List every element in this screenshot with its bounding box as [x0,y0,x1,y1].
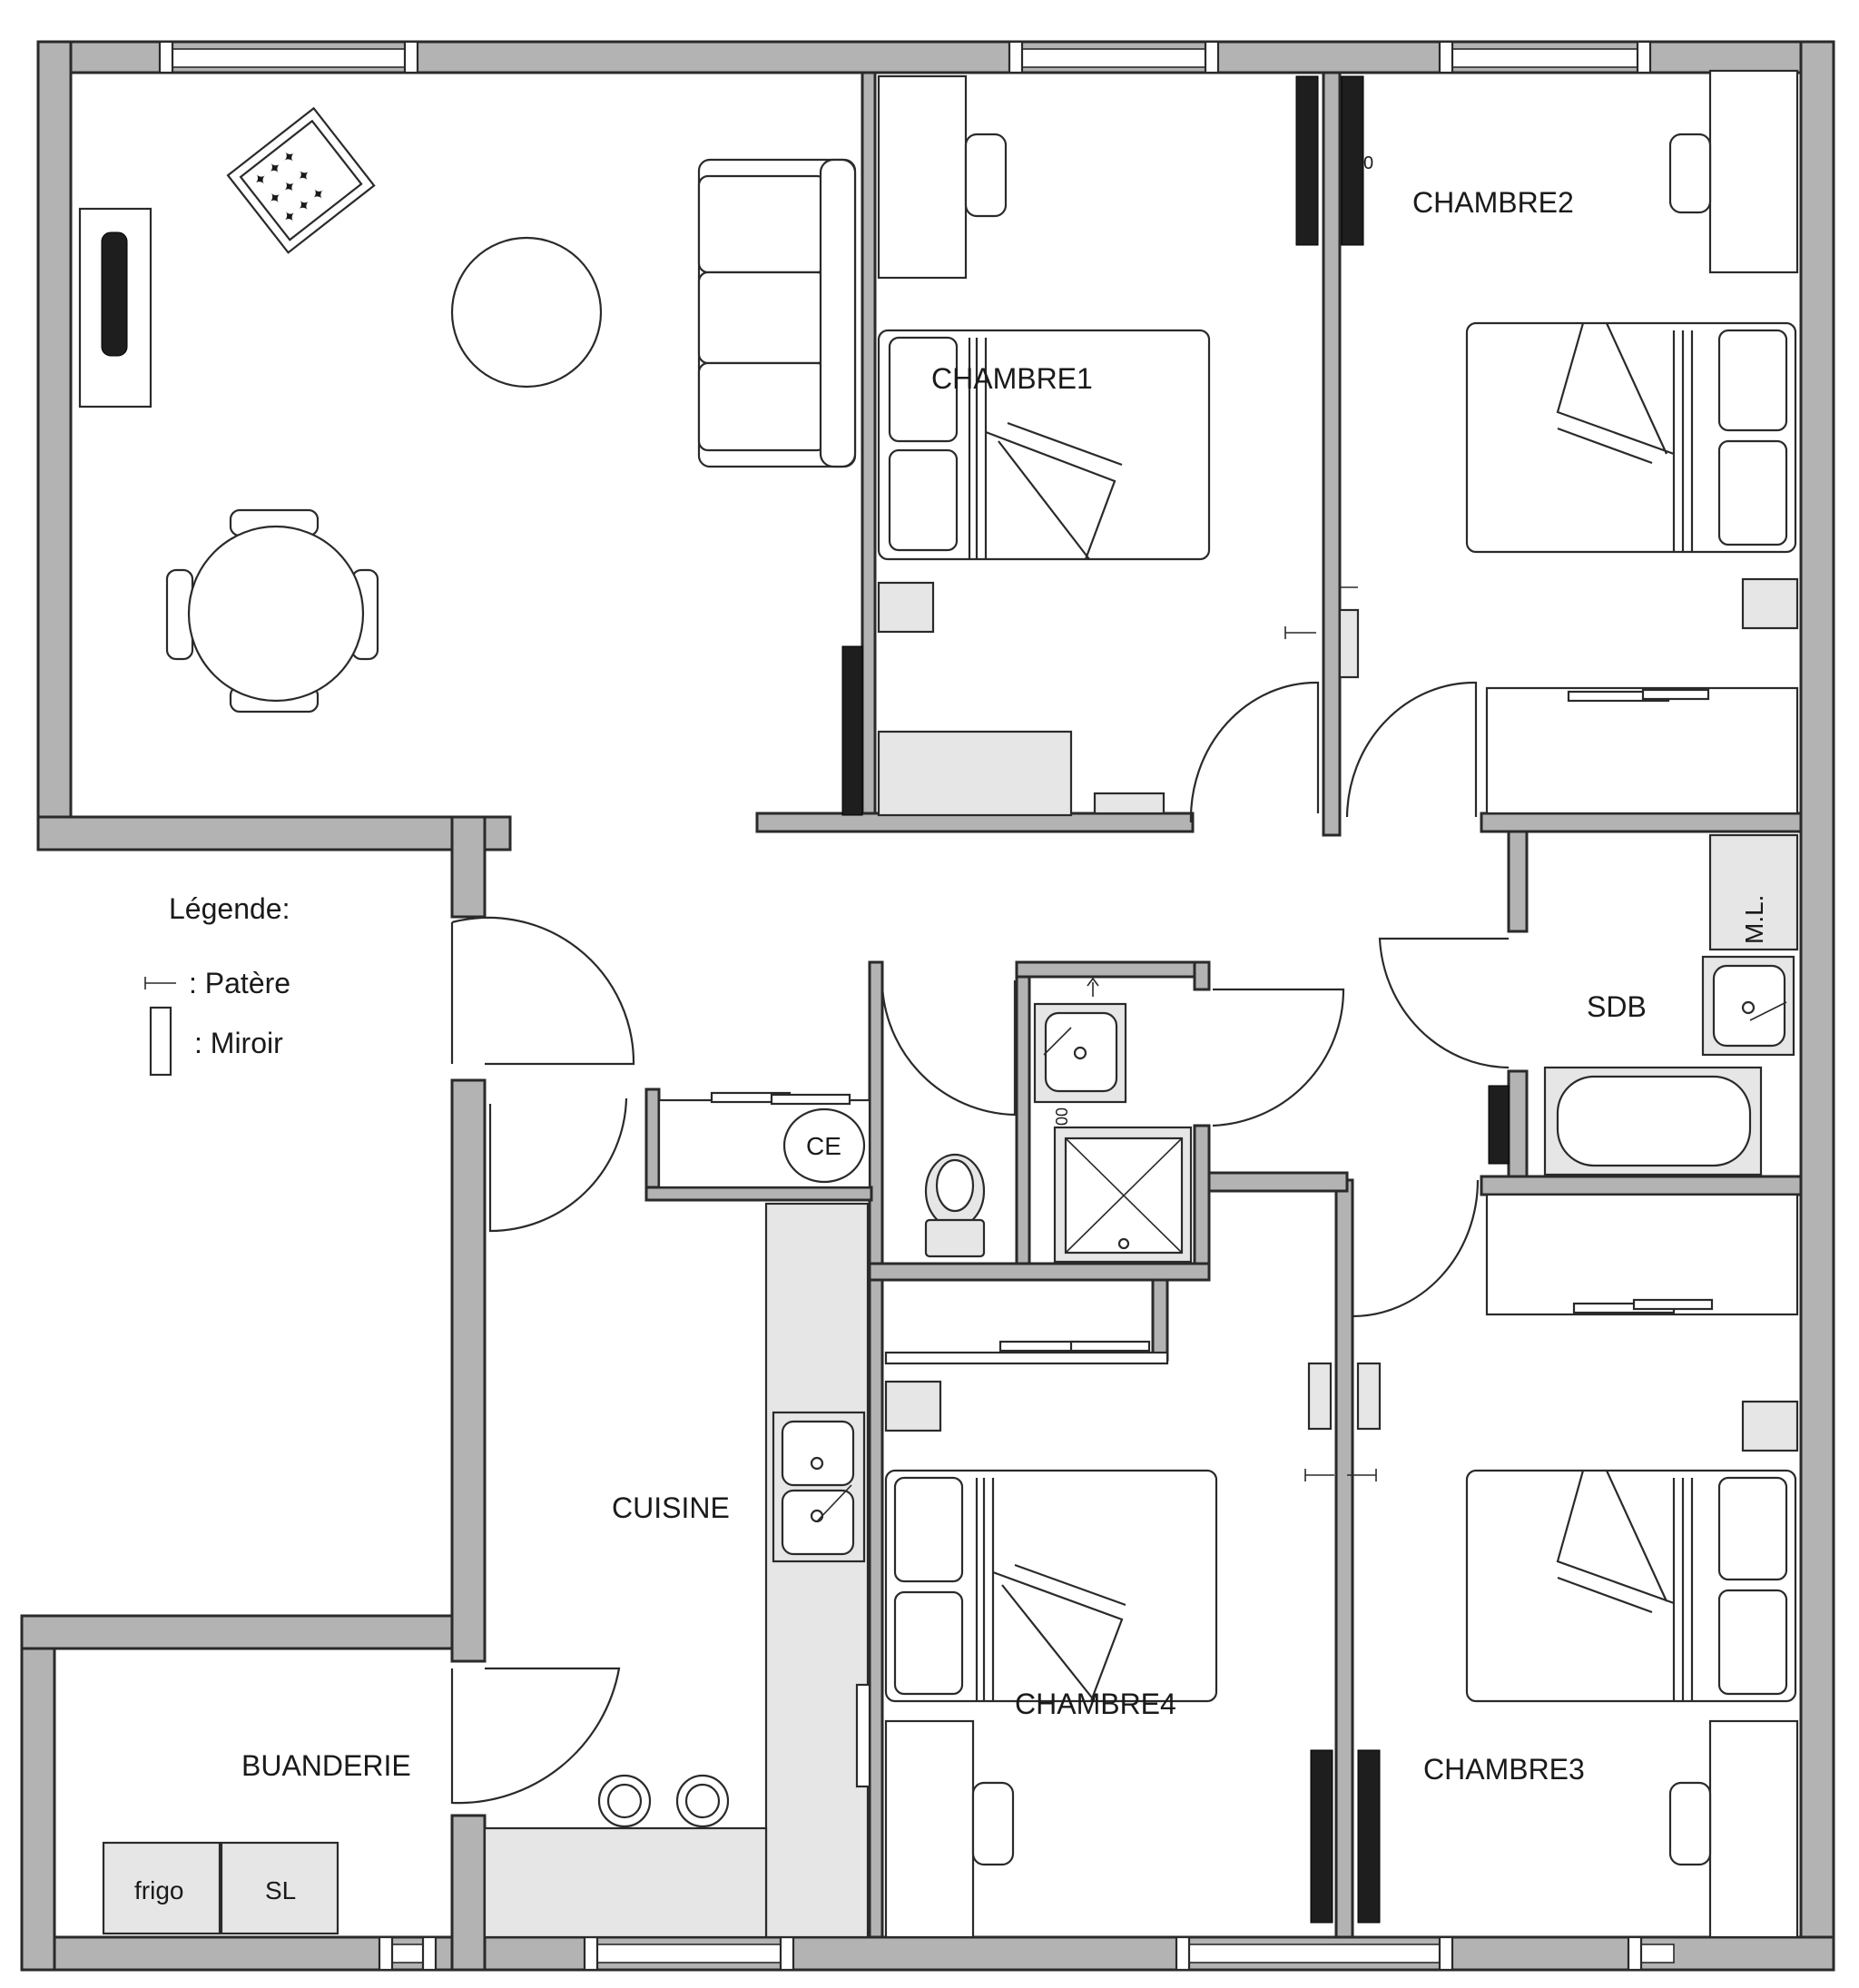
closet [1485,686,1799,815]
mirror [1307,1362,1333,1431]
patere-icon [1339,581,1358,594]
dining-table [165,508,379,714]
patere-icon [1304,1469,1334,1481]
bed [1465,1469,1797,1703]
water-heater [782,1107,866,1184]
fridge [102,1841,221,1935]
mirror [1338,608,1360,679]
desk-chair [1668,133,1712,214]
legend-patere: : Patère [189,967,290,999]
bed [877,329,1211,561]
washing-machine [1708,833,1799,951]
exterior-walls [20,40,1835,1972]
tv [101,231,128,357]
nightstand [1741,1400,1799,1452]
wc-shower-furniture: 00 [924,977,1193,1264]
chambre4-furniture: CHAMBRE4 [884,1340,1382,1939]
patere-icon [1347,1469,1377,1481]
legend-miroir: : Miroir [194,1027,283,1059]
room-label-buanderie: BUANDERIE [241,1749,411,1782]
desk [1708,69,1799,274]
wardrobe-door [1310,1749,1333,1924]
desk-chair [1668,1781,1712,1866]
bed [884,1469,1218,1703]
doors [450,681,1510,1805]
desk [884,1719,975,1939]
windows [158,40,1675,1972]
chambre3-furniture: CHAMBRE3 [1423,1193,1799,1939]
chambre1-furniture: CHAMBRE1 [841,74,1211,817]
living-room-furniture: ✦ ✦ ✦ ✦ ✦ ✦ ✦ ✦ ✦ [78,106,857,714]
sofa [697,158,857,468]
desk-chair [971,1781,1015,1866]
buanderie-furniture: frigo SL BUANDERIE [102,1749,411,1935]
miroir-icon [149,1006,172,1077]
nightstand [877,581,935,634]
washer [220,1841,339,1935]
room-label-cuisine: CUISINE [612,1491,730,1524]
patere-icon [1284,626,1316,639]
wardrobe-door [1341,75,1364,246]
cuisine-furniture: CUISINE [483,1202,871,1939]
patere-icon [144,977,176,989]
cooking-counter [483,1826,768,1939]
desk [877,74,968,280]
desk-chair [964,133,1008,218]
closet [1485,1193,1799,1316]
sdb-door-dark [1488,1085,1510,1165]
kitchen-counter [764,1202,870,1939]
nightstand [1741,577,1799,630]
interior-walls [450,71,1803,1972]
room-label-chambre2: CHAMBRE2 [1412,186,1574,219]
room-label-sdb: SDB [1587,990,1647,1023]
coffee-table [450,236,603,389]
closet-rail [884,1351,1169,1365]
sl-label: SL [265,1876,296,1904]
legend: Légende: : Patère : Miroir [144,892,290,1077]
frigo-label: frigo [134,1876,183,1904]
small-marker: 0 [1363,153,1373,173]
wardrobe-door [1295,75,1319,246]
chambre2-furniture: 0 CHAMBRE2 [1284,69,1799,815]
small-marker: 00 [1053,1107,1071,1126]
sdb-furniture: M.L. SDB [1488,833,1799,1176]
storage-unit [877,730,1073,817]
room-label-chambre3: CHAMBRE3 [1423,1753,1585,1786]
ce-closet: CE [657,1091,871,1189]
room-label-chambre1: CHAMBRE1 [931,362,1093,395]
room-label-chambre4: CHAMBRE4 [1015,1688,1176,1720]
ce-label: CE [806,1132,841,1160]
wardrobe-door [1357,1749,1381,1924]
armchair: ✦ ✦ ✦ ✦ ✦ ✦ ✦ ✦ ✦ [226,106,376,254]
ml-label: M.L. [1740,895,1768,944]
mirror [1356,1362,1382,1431]
wardrobe-door [841,645,863,816]
nightstand [884,1380,942,1432]
legend-title: Légende: [169,892,290,925]
desk [1708,1719,1799,1939]
